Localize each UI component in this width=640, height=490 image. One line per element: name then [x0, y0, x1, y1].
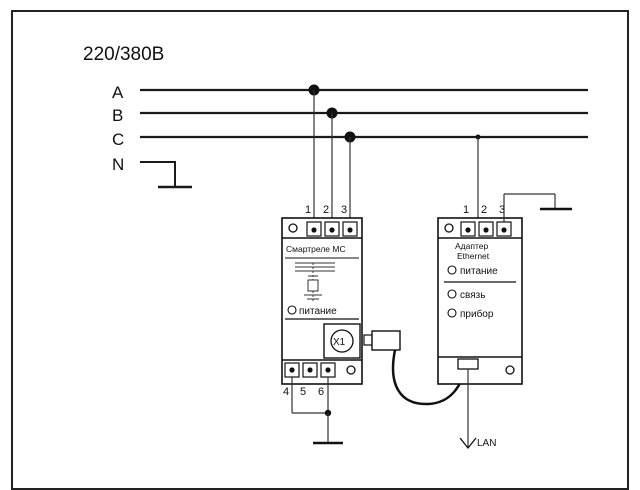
adapter-mount-hole-top — [444, 223, 454, 233]
adapter-device: 1 2 3 Адаптер Ethernet питание связь при… — [437, 204, 523, 385]
relay-x1-label: X1 — [333, 337, 346, 348]
voltage-label: 220/380В — [83, 44, 164, 65]
line-n — [140, 161, 176, 186]
relay-pin-6-label: 6 — [318, 386, 324, 398]
adapter-link-led-label: связь — [460, 290, 485, 301]
lan-output: LAN — [459, 369, 496, 450]
relay-coil-icon — [295, 262, 335, 302]
relay-device: 1 2 3 Смартреле МС питание X1 — [281, 204, 363, 398]
relay-pin-3-label: 3 — [341, 204, 347, 216]
adapter-device-led-icon — [447, 308, 457, 318]
relay-pin-2-label: 2 — [323, 204, 329, 216]
diagram-frame — [11, 10, 629, 490]
relay-mount-hole-top — [288, 223, 298, 233]
line-a-label: A — [112, 83, 124, 102]
lan-arrow-icon — [459, 437, 477, 450]
x1-plug-icon — [371, 330, 401, 351]
relay-body — [281, 217, 363, 385]
adapter-power-led-icon — [447, 265, 457, 275]
relay-ground-wiring — [291, 377, 343, 445]
adapter-ground-wiring — [503, 193, 572, 222]
lan-label: LAN — [477, 438, 496, 449]
line-c-label: C — [112, 130, 124, 149]
adapter-pin-1-label: 1 — [463, 204, 469, 216]
adapter-title-line1: Адаптер — [455, 241, 488, 251]
relay-pin-5-label: 5 — [300, 386, 306, 398]
adapter-lan-port — [457, 358, 479, 370]
adapter-device-led-label: прибор — [460, 308, 494, 320]
adapter-mount-hole-bottom — [505, 365, 515, 375]
relay-pin-1-label: 1 — [305, 204, 311, 216]
line-b-label: B — [112, 106, 123, 125]
adapter-pin-2-label: 2 — [481, 204, 487, 216]
line-n-label: N — [112, 155, 124, 174]
relay-power-led-label: питание — [299, 306, 337, 317]
adapter-pin-3-label: 3 — [499, 204, 505, 216]
relay-power-led-icon — [287, 305, 297, 315]
relay-title: Смартреле МС — [286, 244, 346, 254]
relay-x1-connector-icon — [330, 329, 354, 353]
relay-pin-4-label: 4 — [283, 386, 289, 398]
relay-mount-hole-bottom — [346, 365, 356, 375]
adapter-power-led-label: питание — [460, 266, 498, 277]
adapter-title-line2: Ethernet — [457, 251, 490, 261]
adapter-link-led-icon — [447, 289, 457, 299]
